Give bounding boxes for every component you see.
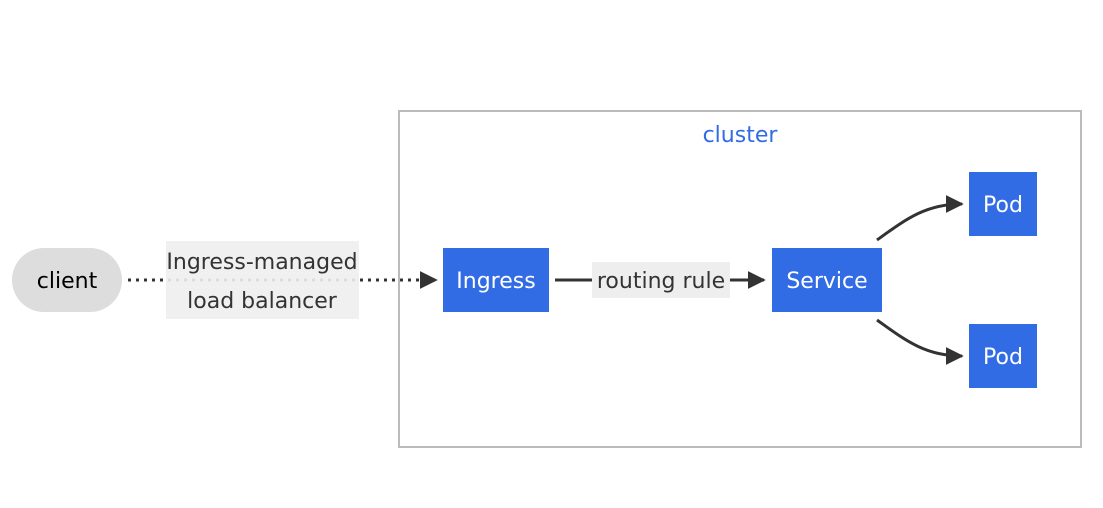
node-client-label: client <box>37 269 98 294</box>
edge-label-background <box>592 262 730 298</box>
cluster-title: cluster <box>703 123 779 148</box>
node-pod-1-label: Pod <box>983 193 1023 218</box>
node-service-label: Service <box>786 269 867 294</box>
node-pod-2-label: Pod <box>983 345 1023 370</box>
edge-service-to-pod2 <box>876 318 964 365</box>
edge-label-background <box>166 241 359 319</box>
node-pod-1: Pod <box>969 172 1037 236</box>
node-pod-2: Pod <box>969 324 1037 388</box>
edge-label-line1: Ingress-managed <box>166 250 357 275</box>
edge-label-line2: load balancer <box>187 289 338 314</box>
edge-service-to-pod1 <box>876 195 964 242</box>
edge-label-routing-rule: routing rule <box>597 269 725 294</box>
node-ingress-label: Ingress <box>456 269 535 294</box>
node-service: Service <box>772 248 882 312</box>
node-client: client <box>12 248 122 312</box>
node-ingress: Ingress <box>443 248 549 312</box>
